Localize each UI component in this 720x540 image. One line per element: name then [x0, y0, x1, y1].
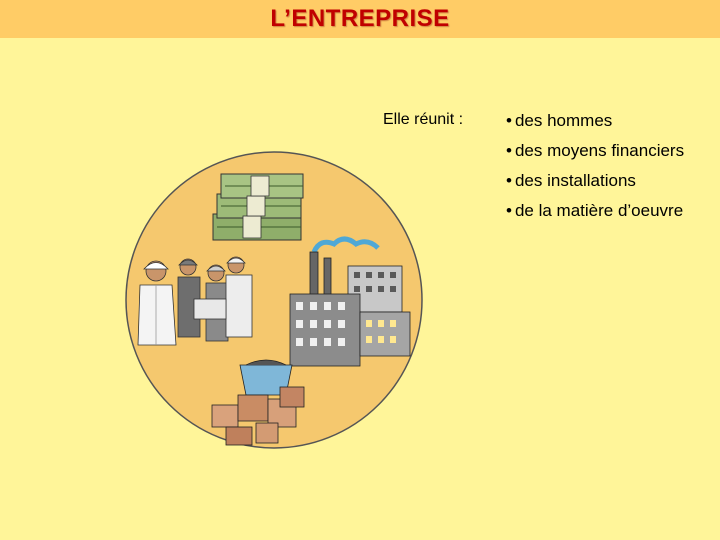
title-bar: L’ENTREPRISE [0, 0, 720, 38]
enterprise-illustration [125, 151, 423, 449]
workers-icon [137, 256, 253, 346]
bullet-item-financiers: des moyens financiers [506, 140, 684, 170]
bullet-item-installations: des installations [506, 170, 684, 200]
slide-title: L’ENTREPRISE [270, 5, 450, 32]
bullet-item-hommes: des hommes [506, 110, 684, 140]
bullet-list: des hommes des moyens financiers des ins… [506, 110, 684, 230]
bullet-item-matiere: de la matière d’oeuvre [506, 200, 684, 230]
factory-icon [289, 236, 411, 367]
illustration-circle [125, 151, 423, 449]
intro-text: Elle réunit : [383, 111, 464, 128]
materials-boxes-icon [211, 359, 305, 446]
money-stack-icon [212, 173, 304, 241]
